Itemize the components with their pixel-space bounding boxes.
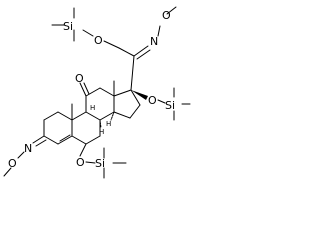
ring-b-bonds (71, 111, 101, 145)
o-si-bond-bottom (85, 161, 96, 164)
c20-n-double-bond (133, 45, 151, 60)
c17-c20-bond (130, 55, 135, 91)
c17-o-wedge-bond (131, 90, 148, 100)
c9-hydrogen: H (85, 104, 95, 113)
oxime-top-o-label: O (162, 9, 171, 22)
c14-hydrogen: H (106, 111, 115, 128)
oxime-top-n-label: N (150, 35, 158, 48)
tms-bottom-methyls (103, 147, 127, 179)
svg-text:H: H (99, 128, 104, 136)
svg-text:H: H (90, 104, 95, 112)
ring-a-bonds (43, 111, 73, 145)
c20-c21-bond (118, 47, 135, 57)
c21-o-bond (103, 40, 120, 49)
c8-hydrogen: H (99, 119, 104, 136)
o-methyl-bond-left (3, 167, 12, 177)
c11-ketone-double-bond (79, 82, 90, 97)
o-si-bond-right (157, 99, 166, 104)
o-si-bond-top (82, 29, 94, 37)
oxime-left-o-label: O (8, 157, 17, 170)
o-methyl-bond-top (166, 6, 177, 15)
tms-bottom-si-label: Si (95, 157, 105, 170)
tms-right-methyls (173, 87, 191, 121)
tms-top-o-label: O (94, 34, 103, 47)
molecule-structure: H H H Si O O N O O Si N O O Si (3, 6, 191, 179)
tms-right-si-label: Si (165, 99, 175, 112)
ketone-o-label: O (75, 72, 84, 85)
n-o-bond-left (17, 151, 25, 159)
tms-top-si-label: Si (63, 20, 73, 33)
c4-c5-double-bond (59, 134, 71, 142)
svg-text:H: H (106, 120, 111, 128)
c3-n-double-bond (32, 135, 47, 147)
tms-bottom-o-label: O (76, 156, 85, 169)
tms-right-o-label: O (148, 94, 157, 107)
tms-top-methyls (51, 7, 75, 42)
n-o-bond-top (157, 25, 161, 37)
c6-o-bond (79, 143, 87, 157)
ring-d-bonds (113, 89, 141, 119)
oxime-left-n-label: N (24, 142, 32, 155)
